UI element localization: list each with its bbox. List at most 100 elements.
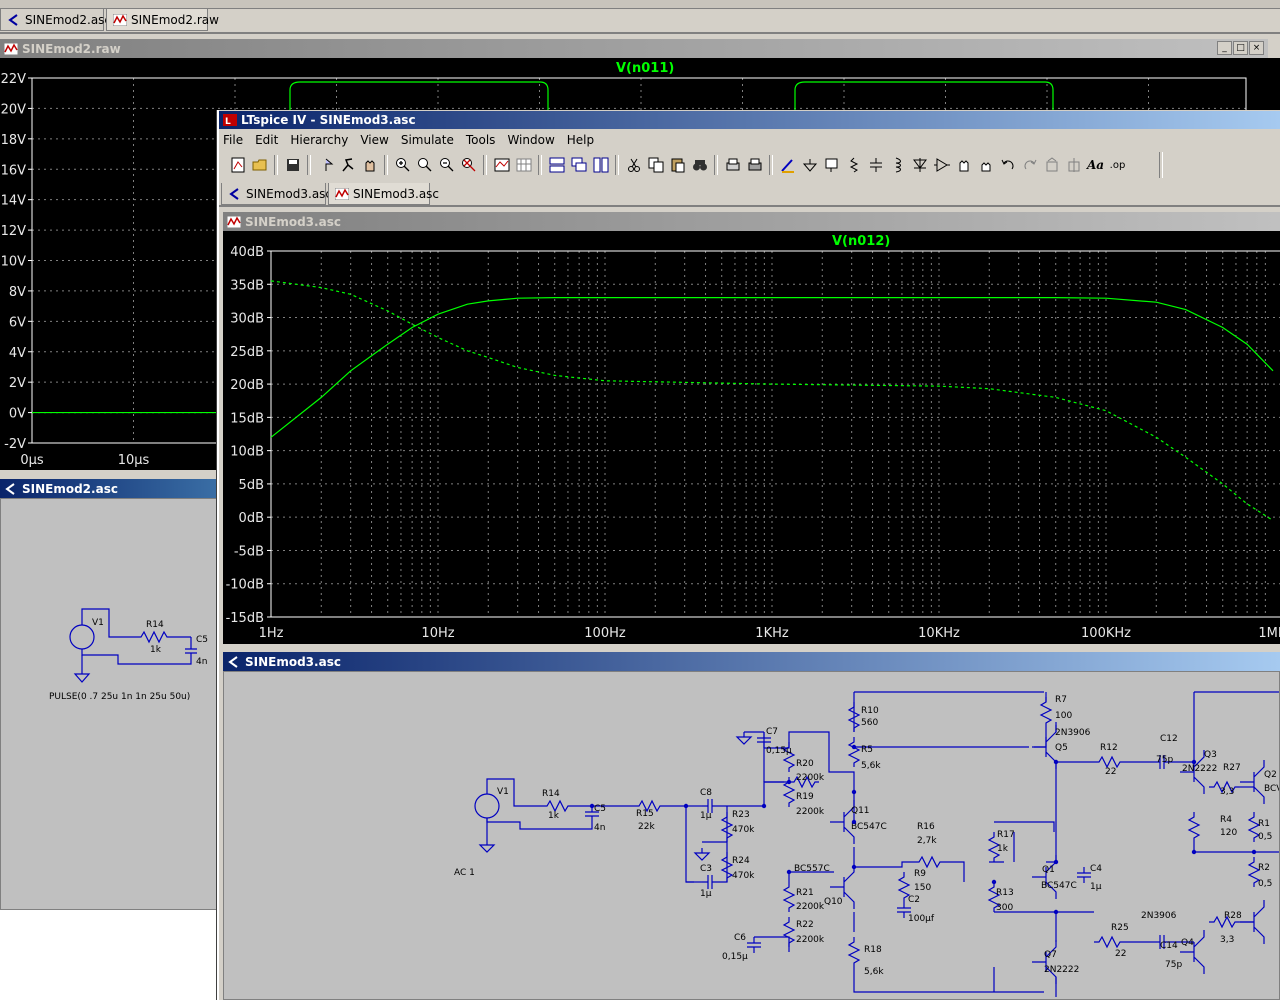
waveform-icon <box>112 13 128 26</box>
window-title-schematic[interactable]: SINEmod3.asc <box>223 652 1280 671</box>
component-label: R20 <box>796 759 814 769</box>
ltspice-title-bar[interactable]: L LTspice IV - SINEmod3.asc <box>219 111 1280 129</box>
menu-view[interactable]: View <box>360 133 389 147</box>
control-panel-icon[interactable] <box>316 156 335 175</box>
paste-icon[interactable] <box>668 156 687 175</box>
cut-icon[interactable] <box>624 156 643 175</box>
ground-symbol <box>478 840 496 853</box>
transistor-q3 <box>1180 750 1205 794</box>
toolbar-end <box>1159 152 1163 178</box>
y-tick-label: 5dB <box>239 478 264 493</box>
component-icon[interactable] <box>932 156 951 175</box>
run-icon[interactable] <box>338 156 357 175</box>
label-pulse: PULSE(0 .7 25u 1n 1n 25u 50u) <box>49 692 190 702</box>
schematic-svg-small: V1 R14 1k C5 4n PULSE(0 .7 25u 1n 1n 25u… <box>49 608 208 702</box>
component-label: C14 <box>1160 941 1178 951</box>
schematic-pane-small[interactable]: V1 R14 1k C5 4n PULSE(0 .7 25u 1n 1n 25u… <box>0 498 217 910</box>
component-label: 0,5 <box>1258 832 1272 842</box>
open-icon[interactable] <box>250 156 269 175</box>
draw-wire-icon[interactable] <box>778 156 797 175</box>
menu-hierarchy[interactable]: Hierarchy <box>290 133 349 147</box>
maximize-button[interactable]: □ <box>1233 41 1248 55</box>
drag-hand-icon[interactable] <box>976 156 995 175</box>
halt-icon[interactable] <box>360 156 379 175</box>
y-tick-label: -15dB <box>226 611 264 626</box>
label-net-icon[interactable] <box>822 156 841 175</box>
zoom-fit-icon[interactable] <box>459 156 478 175</box>
component-label: R2 <box>1258 863 1270 873</box>
undo-icon[interactable] <box>998 156 1017 175</box>
capacitor <box>1154 755 1170 769</box>
component-label: R22 <box>796 920 814 930</box>
mirror-icon[interactable] <box>1064 156 1083 175</box>
y-tick-label: 25dB <box>230 345 264 360</box>
component-label: Q3 <box>1204 750 1217 760</box>
menu-edit[interactable]: Edit <box>255 133 279 147</box>
window-controls: _ □ × <box>1217 41 1264 55</box>
grid-icon[interactable] <box>514 156 533 175</box>
rotate-icon[interactable] <box>1042 156 1061 175</box>
voltage-source-v1 <box>474 793 500 819</box>
voltage-source-v1 <box>69 624 95 650</box>
component-label: 100 <box>1055 711 1072 721</box>
tab-sinemod3-raw[interactable]: SINEmod3.asc <box>328 183 439 205</box>
find-icon[interactable] <box>690 156 709 175</box>
menu-file[interactable]: File <box>223 133 244 147</box>
component-label: R27 <box>1223 763 1241 773</box>
menu-window[interactable]: Window <box>507 133 555 147</box>
spice-directive-icon[interactable]: .op <box>1109 159 1126 171</box>
print-icon[interactable] <box>745 156 764 175</box>
window-title-sinemod2-asc[interactable]: SINEmod2.asc <box>0 479 217 498</box>
window-title-plot[interactable]: SINEmod3.asc <box>223 212 1280 231</box>
trace-label-1[interactable]: V(n011) <box>616 61 675 76</box>
component-label: Q10 <box>824 897 843 907</box>
minimize-button[interactable]: _ <box>1217 41 1232 55</box>
component-label: 1µ <box>700 811 712 821</box>
y-tick-label: 0dB <box>239 511 264 526</box>
close-button[interactable]: × <box>1249 41 1264 55</box>
tab-label: SINEmod2.asc <box>25 12 112 27</box>
tab-sinemod2-asc[interactable]: SINEmod2.asc <box>0 9 111 31</box>
capacitor-icon[interactable] <box>866 156 885 175</box>
component-label: R4 <box>1220 815 1232 825</box>
menu-tools[interactable]: Tools <box>465 133 496 147</box>
component-label: R18 <box>864 945 882 955</box>
label-v1: V1 <box>92 618 104 628</box>
tile-horizontal-icon[interactable] <box>547 156 566 175</box>
zoom-area-icon[interactable] <box>415 156 434 175</box>
cascade-icon[interactable] <box>569 156 588 175</box>
text-icon[interactable]: Aa <box>1086 158 1105 172</box>
redo-icon[interactable] <box>1020 156 1039 175</box>
tab-sinemod2-raw[interactable]: SINEmod2.raw <box>106 9 219 31</box>
diode-icon[interactable] <box>910 156 929 175</box>
save-icon[interactable] <box>283 156 302 175</box>
tab-sinemod3-asc[interactable]: SINEmod3.asc <box>221 183 332 205</box>
print-setup-icon[interactable] <box>723 156 742 175</box>
ground-icon[interactable] <box>800 156 819 175</box>
autorange-icon[interactable] <box>492 156 511 175</box>
new-schematic-icon[interactable] <box>228 156 247 175</box>
component-label: C4 <box>1090 864 1102 874</box>
window-title-sinemod2-raw[interactable]: SINEmod2.raw <box>0 39 1268 58</box>
resistor-icon[interactable] <box>844 156 863 175</box>
y-tick-label: 35dB <box>230 278 264 293</box>
tile-vertical-icon[interactable] <box>591 156 610 175</box>
window-title-text: SINEmod3.asc <box>245 214 341 229</box>
component-label: R15 <box>636 809 654 819</box>
resistor <box>782 742 796 772</box>
move-hand-icon[interactable] <box>954 156 973 175</box>
menu-help[interactable]: Help <box>566 133 595 147</box>
y-tick-label: 0V <box>9 407 26 422</box>
junction-dot <box>761 803 767 809</box>
zoom-in-icon[interactable] <box>393 156 412 175</box>
copy-icon[interactable] <box>646 156 665 175</box>
menu-simulate[interactable]: Simulate <box>400 133 454 147</box>
inductor-icon[interactable] <box>888 156 907 175</box>
resistor <box>542 799 572 813</box>
component-label: BCV <box>1264 784 1280 794</box>
zoom-out-icon[interactable] <box>437 156 456 175</box>
trace-label-2[interactable]: V(n012) <box>832 234 891 249</box>
wire <box>853 967 1044 993</box>
